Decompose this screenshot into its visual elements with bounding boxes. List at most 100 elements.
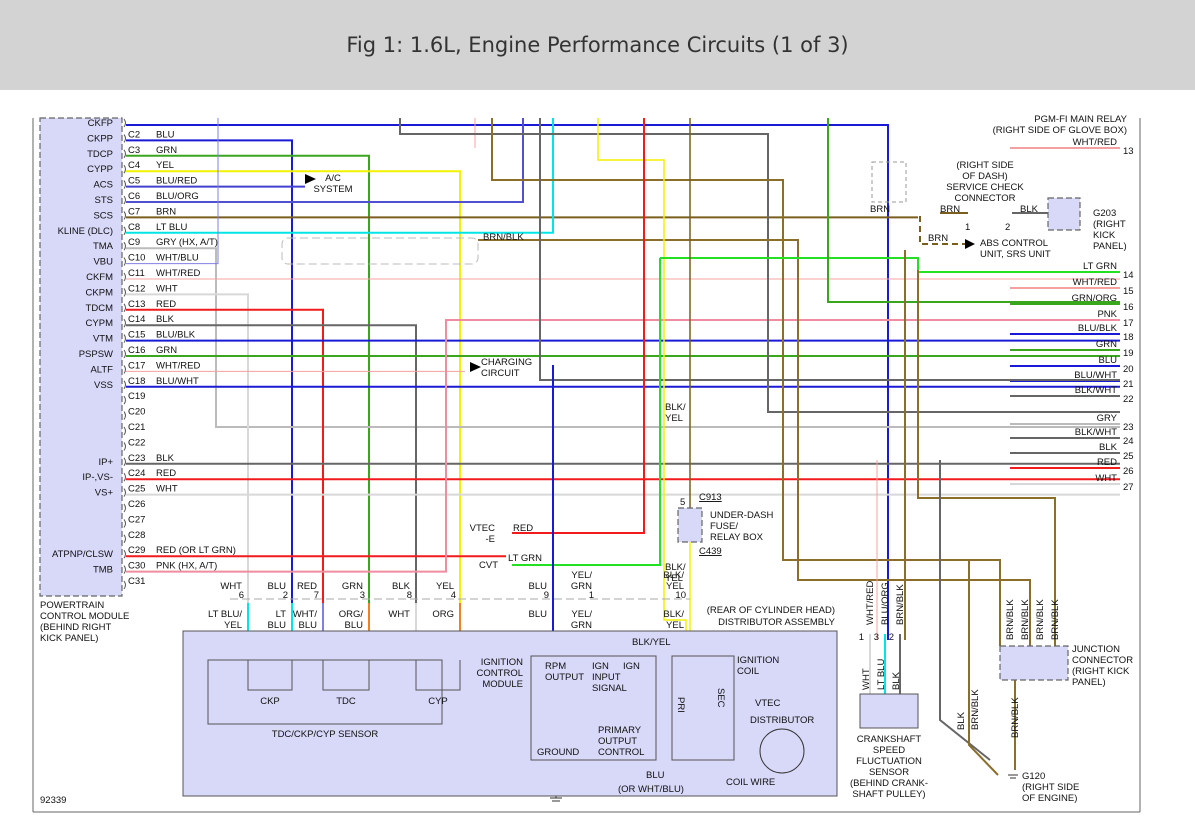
pcm-pin-number: C21 [128,422,145,433]
pcm-pin-number: C19 [128,391,145,402]
icm-label: CONTROL [477,668,523,679]
connector-c913: C913 [699,492,722,503]
pin-connector-icon [123,318,126,328]
connector-upper-wire-label: YEL/ [571,570,592,581]
rpm-output-label: RPM [545,661,566,672]
blk-yel-label: BLK/YEL [632,637,671,648]
sensor-coil [415,660,461,691]
sensor-name: TDC [336,696,356,707]
pcm-pin-number: C12 [128,283,145,294]
pin-connector-icon [123,349,126,359]
connector-lower-wire-label: LT [276,609,287,620]
pin-connector-icon [123,395,126,405]
sensor-coil [322,660,370,691]
connector-pin-number: 2 [283,590,288,601]
right-terminal-number: 19 [1123,348,1134,359]
pin-connector-icon [123,457,126,467]
connector-upper-wire-label: RED [297,581,317,592]
wire-blk [399,118,1120,413]
pcm-wire-label: WHT [156,484,178,495]
connector-upper-wire-label: YEL [666,581,684,592]
distributor-cap [759,728,805,774]
wire-cvt-lt-grn [512,258,661,566]
sensor-coil [247,660,293,691]
pri-label: PRI [675,697,686,713]
pin-connector-icon [123,149,126,159]
pcm-pin-number: C15 [128,330,145,341]
connector-lower-wire-label: WHT [388,609,410,620]
right-terminal-wire-label: GRN [1096,339,1117,350]
pcm-signal-label: VS+ [95,488,114,499]
g203-label: KICK [1093,230,1116,241]
right-terminal-wire-label: BLU/BLK [1078,323,1118,334]
pcm-signal-label: IP+ [98,457,113,468]
connector-upper-wire-label: WHT [220,581,242,592]
pcm-pin-number: C31 [128,576,145,587]
pcm-wire-label: WHT/BLU [156,253,199,264]
pcm-signal-label: VBU [93,257,113,268]
pcm-pin-number: C8 [128,222,140,233]
pin-connector-icon [123,164,126,174]
connector-upper-wire-label: BLU [268,581,287,592]
pcm-signal-label: CKPM [86,287,114,298]
pin-connector-icon [123,380,126,390]
icm-label: MODULE [482,679,523,690]
wire-ckpm-wht [126,293,249,660]
wire-ckpp-blu [126,139,293,660]
pcm-pin-number: C28 [128,530,145,541]
g120-label: G120 [1022,771,1045,782]
wire-g120-blk [939,460,991,761]
wire-brn-blk-trunk [491,118,1001,646]
connector-lower-wire-label: BLU [299,620,318,631]
g120-label: (RIGHT SIDE [1022,782,1079,793]
vtec-red-label: RED [513,523,533,534]
pcm-wire-label: LT BLU [156,222,187,233]
junction-out-wire-label: BRN/BLK [1010,697,1021,738]
pcm-wire-label: BRN [156,206,176,217]
abs-srs-label: UNIT, SRS UNIT [980,249,1051,260]
shielded-harness [281,237,479,265]
primary-output-label: OUTPUT [598,736,637,747]
main-relay-label: (RIGHT SIDE OF GLOVE BOX) [993,125,1127,136]
pcm-pin-number: C22 [128,437,145,448]
right-terminal-number: 13 [1123,146,1134,157]
crank-pin-number: 3 [874,632,879,643]
pin-connector-icon [123,488,126,497]
pcm-pin-number: C4 [128,160,140,171]
g203-label: G203 [1093,208,1116,219]
sensor-name: CKP [260,696,280,707]
pcm-label-line: (BEHIND RIGHT [40,622,111,633]
pcm-pin-number: C10 [128,253,145,264]
pin-connector-icon [123,211,126,220]
right-terminal-wire-label: BLK/WHT [1075,427,1117,438]
connector-pin-number: 8 [407,590,412,601]
crank-lower-wire-label: WHT [861,668,872,690]
primary-output-label: CONTROL [598,747,644,758]
pcm-pin-number: C16 [128,345,145,356]
wire-kline-lt-blu [126,118,554,234]
wire-grn-org [827,118,1120,303]
crank-pin-number: 2 [889,632,894,643]
crank-upper-wire-label: BRN/BLK [895,584,906,625]
junction-connector-label: JUNCTION [1072,644,1120,655]
powertrain-control-module [39,117,123,597]
pcm-wire-label: GRY (HX, A/T) [156,237,218,248]
crankshaft-sensor-label: CRANKSHAFT [857,734,922,745]
ignition-coil-label: COIL [737,666,759,677]
pcm-label-line: POWERTRAIN [40,600,104,611]
right-terminal-wire-label: PNK [1097,309,1117,320]
crankshaft-sensor-label: FLUCTUATION [856,756,922,767]
junction-connector-label: CONNECTOR [1072,655,1133,666]
junction-wire-label: BRN/BLK [1020,599,1031,640]
right-terminal-wire-label: GRN/ORG [1072,293,1117,304]
right-terminal-wire-label: LT GRN [1083,261,1117,272]
right-terminal-wire-label: WHT [1095,473,1117,484]
right-terminal-number: 24 [1123,436,1134,447]
junction-wire-label: BRN/BLK [1050,599,1061,640]
ground-label: GROUND [537,747,579,758]
wire-vtec-red [512,118,645,534]
pcm-wire-label: WHT/RED [156,360,200,371]
brn-wire-label: BRN [940,204,960,215]
pin-connector-icon [123,442,126,451]
